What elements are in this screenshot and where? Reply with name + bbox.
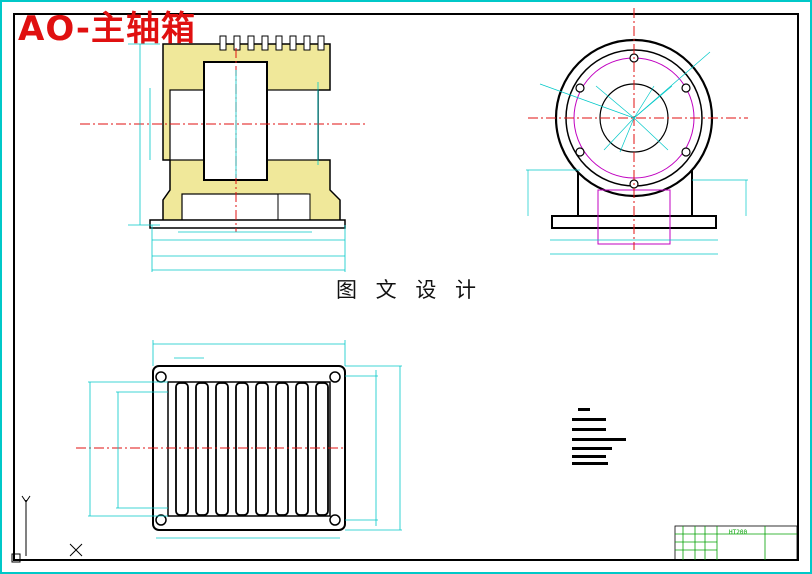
top-corner-bolts [155, 371, 341, 526]
title-block [674, 525, 798, 561]
watermark-caption: 图 文 设 计 [336, 278, 483, 302]
drawing-title-overlay: AO-主轴箱 [18, 9, 196, 49]
top-view [76, 340, 402, 539]
base-foot [149, 219, 346, 229]
cooling-fins-top [219, 35, 325, 51]
ucs-axis-icon [11, 495, 83, 563]
technical-notes [572, 408, 626, 465]
top-fins [175, 382, 329, 516]
side-view [526, 8, 748, 255]
side-radial-dims [526, 51, 748, 255]
sheet-inner-border [13, 13, 799, 561]
top-dimensions [88, 340, 402, 539]
front-section-view [80, 35, 368, 272]
front-dimensions [128, 43, 346, 272]
title-block-material: HT200 [729, 529, 748, 536]
